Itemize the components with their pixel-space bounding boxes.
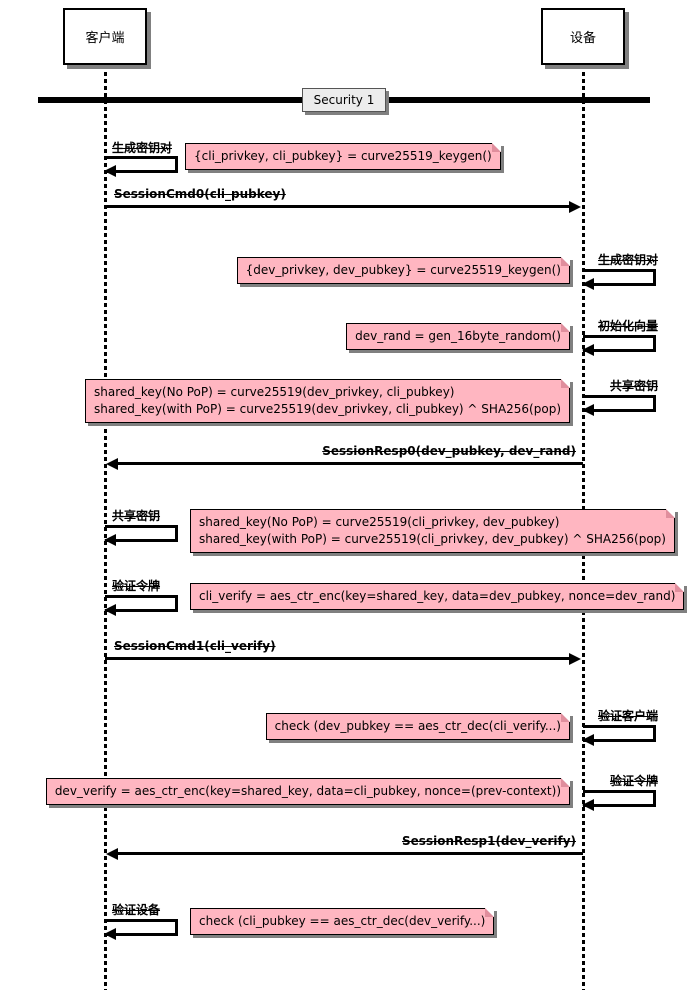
self-message-arrow [104, 919, 178, 940]
message-arrow [105, 657, 569, 660]
arrowhead-left-icon [106, 848, 118, 860]
message-arrow [118, 462, 583, 465]
message-label: SessionCmd0(cli_pubkey) [114, 187, 286, 201]
self-message-label: 验证客户端 [597, 709, 658, 723]
self-message-label: 生成密钥对 [112, 141, 173, 155]
self-message-arrow [582, 725, 656, 746]
note-client-verify-token: cli_verify = aes_ctr_enc(key=shared_key,… [190, 583, 685, 610]
self-message-arrow [582, 269, 656, 290]
note-device-verify-token: dev_verify = aes_ctr_enc(key=shared_key,… [45, 778, 571, 805]
message-label: SessionResp1(dev_verify) [402, 834, 576, 848]
section-divider: Security 1 [302, 88, 386, 112]
note-device-shared-key: shared_key(No PoP) = curve25519(dev_priv… [85, 379, 570, 423]
note-client-shared-key: shared_key(No PoP) = curve25519(cli_priv… [190, 509, 675, 553]
self-message-arrow [104, 595, 178, 616]
section-divider-label: Security 1 [313, 93, 375, 107]
self-message-arrow [582, 395, 656, 416]
actor-client: 客户端 [63, 8, 147, 65]
message-arrow [105, 205, 569, 208]
self-message-arrow [582, 790, 656, 811]
arrowhead-left-icon [106, 458, 118, 470]
self-message-label: 生成密钥对 [597, 253, 658, 267]
message-arrow [118, 852, 583, 855]
self-message-arrow [104, 156, 178, 177]
self-message-label: 共享密钥 [609, 379, 658, 393]
actor-device-label: 设备 [569, 31, 596, 46]
self-message-label: 验证设备 [112, 903, 161, 917]
note-client-keygen: {cli_privkey, cli_pubkey} = curve25519_k… [185, 143, 501, 170]
note-device-random: dev_rand = gen_16byte_random() [346, 323, 570, 350]
actor-client-label: 客户端 [85, 31, 125, 46]
note-device-check: check (dev_pubkey == aes_ctr_dec(cli_ver… [265, 713, 571, 740]
self-message-label: 验证令牌 [112, 579, 161, 593]
arrowhead-right-icon [569, 653, 581, 665]
self-message-label: 初始化向量 [597, 319, 658, 333]
note-client-check: check (cli_pubkey == aes_ctr_dec(dev_ver… [190, 908, 495, 935]
self-message-arrow [104, 525, 178, 546]
self-message-label: 共享密钥 [112, 509, 161, 523]
arrowhead-right-icon [569, 201, 581, 213]
message-label: SessionResp0(dev_pubkey, dev_rand) [322, 444, 576, 458]
message-label: SessionCmd1(cli_verify) [114, 639, 276, 653]
self-message-arrow [582, 335, 656, 356]
actor-device: 设备 [541, 8, 625, 65]
note-device-keygen: {dev_privkey, dev_pubkey} = curve25519_k… [236, 257, 571, 284]
self-message-label: 验证令牌 [609, 774, 658, 788]
